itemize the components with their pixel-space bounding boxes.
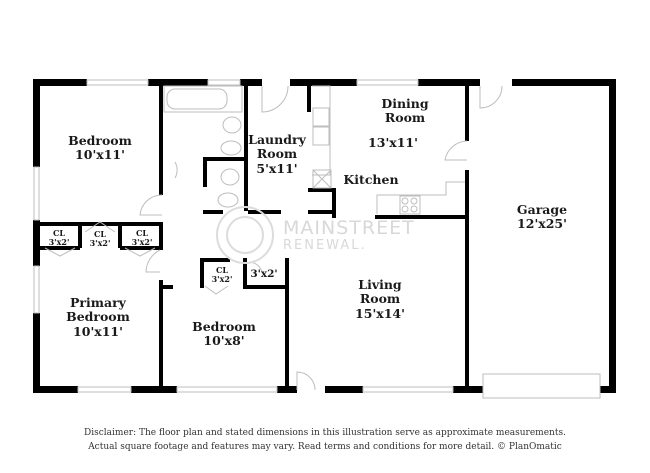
closet-label: CL <box>216 265 228 275</box>
closet-label: CL <box>136 228 148 238</box>
room-dims: 12'x25' <box>517 216 567 232</box>
interior-walls <box>40 85 469 386</box>
room-dining-dims: 13'x11' <box>368 135 418 150</box>
room-name-line2: Room <box>359 291 401 307</box>
closet-5: 3'x2' <box>250 268 278 280</box>
closet-dims: 3'x2' <box>89 237 111 248</box>
room-dims: 5'x11' <box>256 160 298 176</box>
closet-label: CL <box>53 228 65 238</box>
stove-icon <box>399 195 421 215</box>
room-garage: Garage 12'x25' <box>516 202 568 232</box>
room-laundry: Laundry Room 5'x11' <box>248 132 306 176</box>
disclaimer-line-1: Disclaimer: The floor plan and stated di… <box>84 428 566 438</box>
room-name-line1: Laundry <box>248 132 306 147</box>
room-dims: 10'x11' <box>75 147 125 163</box>
room-bedroom-1: Bedroom 10'x11' <box>68 133 132 163</box>
room-name: Garage <box>516 202 568 217</box>
closet-1: CL 3'x2' <box>49 229 70 247</box>
room-name-line1: Primary <box>70 295 126 310</box>
watermark-text-sub: RENEWAL. <box>283 238 367 253</box>
fixtures <box>44 85 503 391</box>
room-name: Bedroom <box>68 133 132 148</box>
exterior-walls <box>33 79 616 393</box>
room-name-line2: Room <box>256 146 298 162</box>
room-name-line2: Room <box>384 110 426 126</box>
room-name-line1: Dining <box>381 96 429 111</box>
closet-label: CL <box>94 229 106 239</box>
bathtub-icon <box>163 85 243 113</box>
closet-2: CL 3'x2' <box>90 230 111 248</box>
watermark-logo <box>216 206 274 264</box>
closet-dims: 3'x2' <box>211 273 233 284</box>
disclaimer: Disclaimer: The floor plan and stated di… <box>0 427 650 455</box>
closet-dims: 3'x2' <box>48 236 70 247</box>
room-name: Bedroom <box>192 319 256 334</box>
room-name-line2: Bedroom <box>66 309 130 325</box>
room-dims: 15'x14' <box>355 305 405 321</box>
room-dims: 10'x8' <box>203 333 245 349</box>
watermark-text: MAINSTREET <box>283 217 415 239</box>
room-bedroom-2: Bedroom 10'x8' <box>192 319 256 349</box>
room-name-line1: Living <box>358 277 402 292</box>
room-dims: 10'x11' <box>73 323 123 339</box>
windows <box>33 79 601 399</box>
room-dining: Dining Room <box>381 96 429 126</box>
room-living: Living Room 15'x14' <box>355 277 405 321</box>
disclaimer-line-2: Actual square footage and features may v… <box>88 441 562 452</box>
room-kitchen: Kitchen <box>343 172 399 187</box>
closet-dims: 3'x2' <box>131 236 153 247</box>
closet-4: CL 3'x2' <box>212 266 233 284</box>
closet-3: CL 3'x2' <box>132 229 153 247</box>
room-primary-bedroom: Primary Bedroom 10'x11' <box>66 295 130 339</box>
